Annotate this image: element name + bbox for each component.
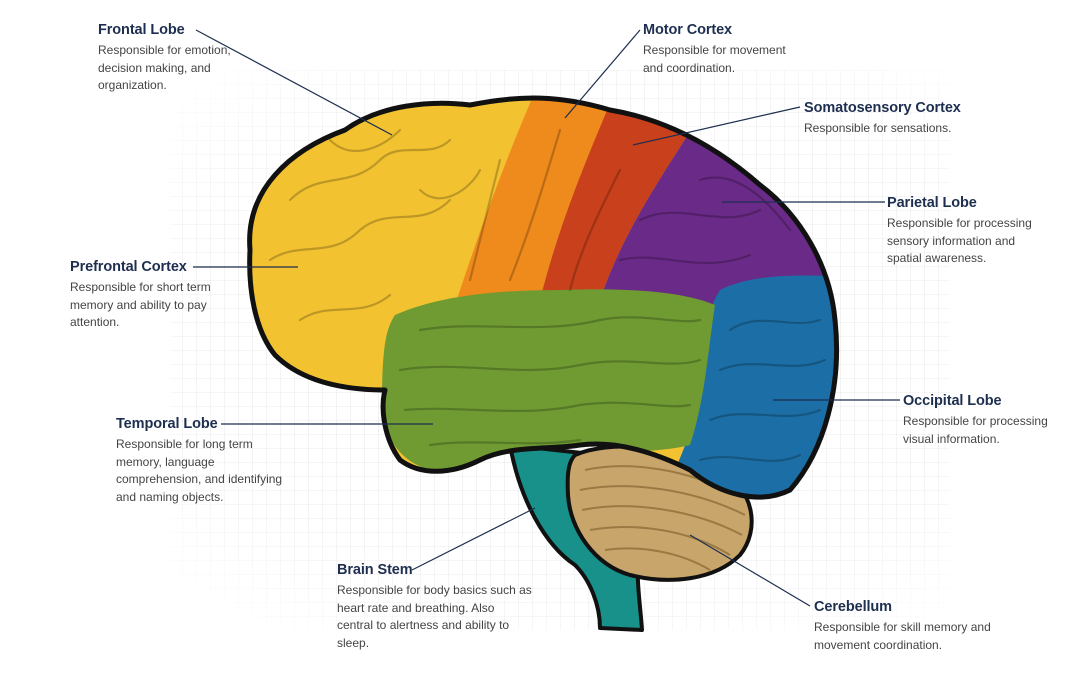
leader-cerebellum — [689, 534, 811, 607]
cerebellum-description: Responsible for skill memory and movemen… — [814, 620, 991, 652]
occipital-lobe-title: Occipital Lobe — [903, 393, 1002, 409]
leader-brainstem — [411, 507, 536, 571]
somatosensory-cortex-description: Responsible for sensations. — [804, 121, 952, 135]
callout-somatosensory-cortex: Somatosensory Cortex Responsible for sen… — [804, 100, 1004, 138]
prefrontal-cortex-description: Responsible for short term memory and ab… — [70, 280, 211, 329]
motor-cortex-title: Motor Cortex — [643, 22, 733, 38]
occipital-lobe-region — [650, 275, 837, 498]
frontal-lobe-title: Frontal Lobe — [98, 22, 185, 38]
callout-temporal-lobe: Temporal Lobe Responsible for long term … — [116, 416, 316, 506]
cerebellum-title: Cerebellum — [814, 599, 892, 615]
callout-parietal-lobe: Parietal Lobe Responsible for processing… — [887, 195, 1057, 268]
callout-brain-stem: Brain Stem Responsible for body basics s… — [337, 562, 537, 652]
motor-cortex-region — [455, 98, 620, 305]
prefrontal-cortex-title: Prefrontal Cortex — [70, 259, 187, 275]
temporal-lobe-title: Temporal Lobe — [116, 416, 218, 432]
callout-prefrontal-cortex: Prefrontal Cortex Responsible for short … — [70, 259, 240, 332]
frontal-lobe-description: Responsible for emotion, decision making… — [98, 43, 231, 92]
brain-stem-title: Brain Stem — [337, 562, 413, 578]
callout-motor-cortex: Motor Cortex Responsible for movement an… — [643, 22, 823, 77]
temporal-lobe-region — [381, 289, 715, 470]
leader-motor — [564, 29, 641, 119]
leader-lines — [193, 29, 900, 607]
somatosensory-cortex-title: Somatosensory Cortex — [804, 100, 961, 116]
parietal-lobe-description: Responsible for processing sensory infor… — [887, 216, 1032, 265]
callout-occipital-lobe: Occipital Lobe Responsible for processin… — [903, 393, 1068, 448]
brain-stem-description: Responsible for body basics such as hear… — [337, 583, 532, 650]
leader-frontal — [195, 29, 393, 136]
temporal-lobe-description: Responsible for long term memory, langua… — [116, 437, 283, 504]
leader-somatosensory — [632, 106, 801, 146]
motor-cortex-description: Responsible for movement and coordinatio… — [643, 43, 786, 75]
occipital-lobe-description: Responsible for processing visual inform… — [903, 414, 1048, 446]
gyri-texture — [268, 128, 827, 462]
callout-cerebellum: Cerebellum Responsible for skill memory … — [814, 599, 1014, 654]
parietal-lobe-title: Parietal Lobe — [887, 195, 977, 211]
callout-frontal-lobe: Frontal Lobe Responsible for emotion, de… — [98, 22, 268, 95]
